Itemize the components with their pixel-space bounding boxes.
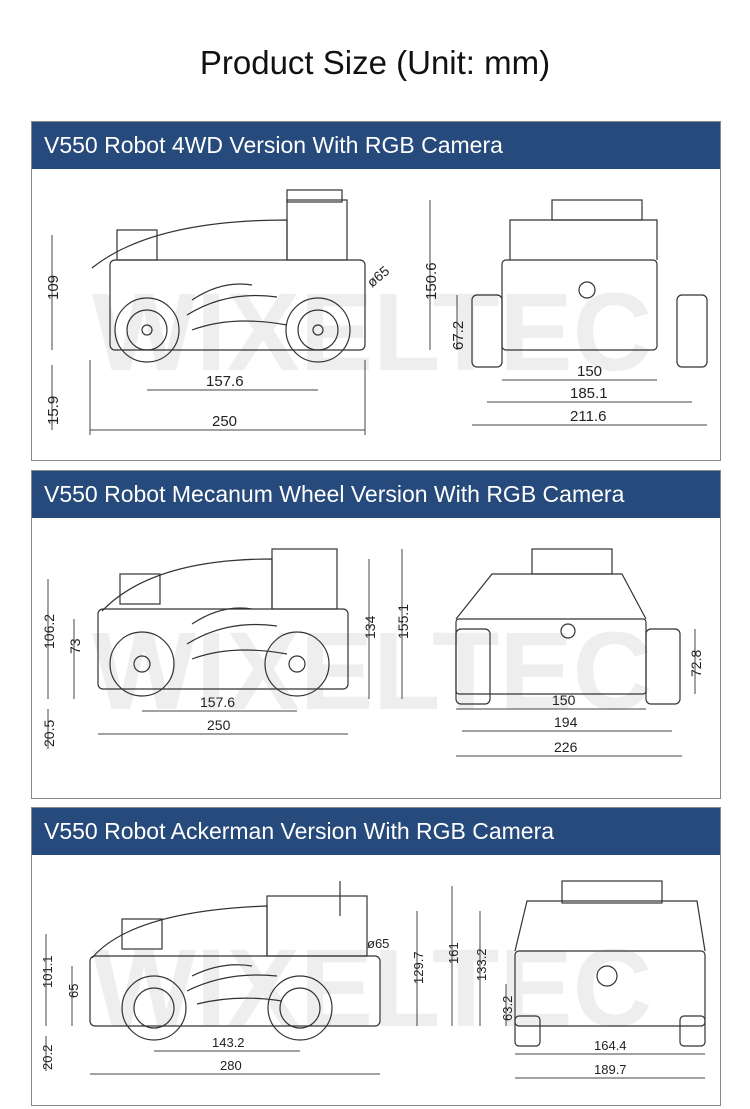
- controller-box: [286, 199, 348, 261]
- dim-wheelbase: 157.6: [206, 373, 244, 390]
- mecanum-wheel-front: [109, 631, 175, 697]
- camera-board: [286, 189, 343, 203]
- front-camera-lens: [596, 965, 618, 987]
- side-view-4wd: [91, 189, 366, 363]
- front-wheel-right: [676, 294, 708, 368]
- dim-total-width: 189.7: [594, 1062, 627, 1077]
- front-body: [514, 950, 706, 1027]
- dim-length: 280: [220, 1058, 242, 1073]
- dim-axle-height: 63.2: [500, 996, 515, 1021]
- dim-ground: 15.9: [45, 396, 62, 425]
- front-camera: [531, 548, 613, 575]
- watermark: WIXELTEC: [92, 271, 652, 394]
- lidar: [116, 229, 158, 261]
- dim-wheel-dia: ø65: [367, 936, 389, 951]
- dim-length: 250: [212, 413, 237, 430]
- diagram-4wd: WIXELTEC 109 15.9 157.6 250 ø65: [45, 189, 708, 435]
- dim-ground: 20.2: [40, 1045, 55, 1070]
- dim-axle-height: 72.8: [688, 650, 704, 677]
- diagram-ackerman: WIXELTEC: [40, 880, 706, 1079]
- diagram-mecanum: WIXELTEC: [41, 548, 704, 757]
- dim-total-height: 150.6: [423, 262, 440, 300]
- chassis: [97, 608, 349, 690]
- chassis: [109, 259, 366, 351]
- watermark: WIXELTEC: [92, 610, 652, 733]
- front-wheel-left: [514, 1015, 541, 1047]
- dim-height: 106.2: [41, 614, 57, 649]
- dim-body-width: 164.4: [594, 1038, 627, 1053]
- dim-wheelbase: 143.2: [212, 1035, 245, 1050]
- side-decoration: [186, 964, 283, 1005]
- lidar: [121, 918, 163, 950]
- mecanum-wheel-right: [645, 628, 681, 705]
- dim-body-height: 134: [362, 615, 378, 639]
- side-view-mecanum: [97, 548, 681, 705]
- front-camera-lens: [578, 281, 596, 299]
- controller-box: [266, 895, 368, 957]
- mecanum-wheel-rear: [264, 631, 330, 697]
- dim-height: 109: [45, 275, 62, 300]
- dim-wheelbase: 157.6: [200, 694, 235, 710]
- lidar: [119, 573, 161, 605]
- chassis: [89, 955, 381, 1027]
- side-decoration: [186, 283, 288, 331]
- dim-front-total-height: 133.2: [474, 948, 489, 981]
- front-wheel-right: [679, 1015, 706, 1047]
- wheel-rear: [267, 975, 333, 1041]
- wheel-rear: [285, 297, 351, 363]
- section-title: V550 Robot 4WD Version With RGB Camera: [32, 122, 720, 169]
- dim-mid-width: 185.1: [570, 385, 608, 402]
- dim-length: 250: [207, 717, 231, 733]
- dim-body-width: 150: [552, 692, 576, 708]
- dim-mid-width: 194: [554, 714, 578, 730]
- controller-box: [271, 548, 338, 610]
- dim-total-height: 155.1: [395, 604, 411, 639]
- dim-ground: 20.5: [41, 720, 57, 747]
- shell-curve: [91, 219, 288, 269]
- dim-axle-height: 67.2: [450, 321, 467, 350]
- front-view-4wd: [471, 199, 708, 368]
- shell-curve: [101, 558, 273, 612]
- dim-height: 101.1: [40, 955, 55, 988]
- front-camera-lens: [560, 623, 576, 639]
- dimension-lines-side: [51, 235, 366, 435]
- page-title: Product Size (Unit: mm): [199, 44, 551, 81]
- dim-total-width: 211.6: [570, 408, 606, 425]
- front-wheel-left: [471, 294, 503, 368]
- dim-total-height: 161: [446, 942, 461, 964]
- front-camera: [551, 199, 643, 221]
- dim-body-width: 150: [577, 363, 602, 380]
- dim-inner: 73: [67, 638, 83, 654]
- side-decoration: [186, 607, 288, 660]
- mecanum-wheel-left: [455, 628, 491, 705]
- dim-total-width: 226: [554, 739, 578, 755]
- section-ackerman: V550 Robot Ackerman Version With RGB Cam…: [31, 807, 721, 1106]
- section-title: V550 Robot Mecanum Wheel Version With RG…: [32, 471, 720, 518]
- section-mecanum: V550 Robot Mecanum Wheel Version With RG…: [31, 470, 721, 799]
- wheel-front: [121, 975, 187, 1041]
- watermark: WIXELTEC: [92, 927, 652, 1050]
- dim-body-height: 129.7: [411, 951, 426, 984]
- side-view-ackerman: [89, 880, 706, 1047]
- section-4wd: V550 Robot 4WD Version With RGB Camera W…: [31, 121, 721, 461]
- wheel-front: [114, 297, 180, 363]
- dim-inner: 65: [66, 984, 81, 998]
- front-camera: [561, 880, 663, 904]
- section-title: V550 Robot Ackerman Version With RGB Cam…: [32, 808, 720, 855]
